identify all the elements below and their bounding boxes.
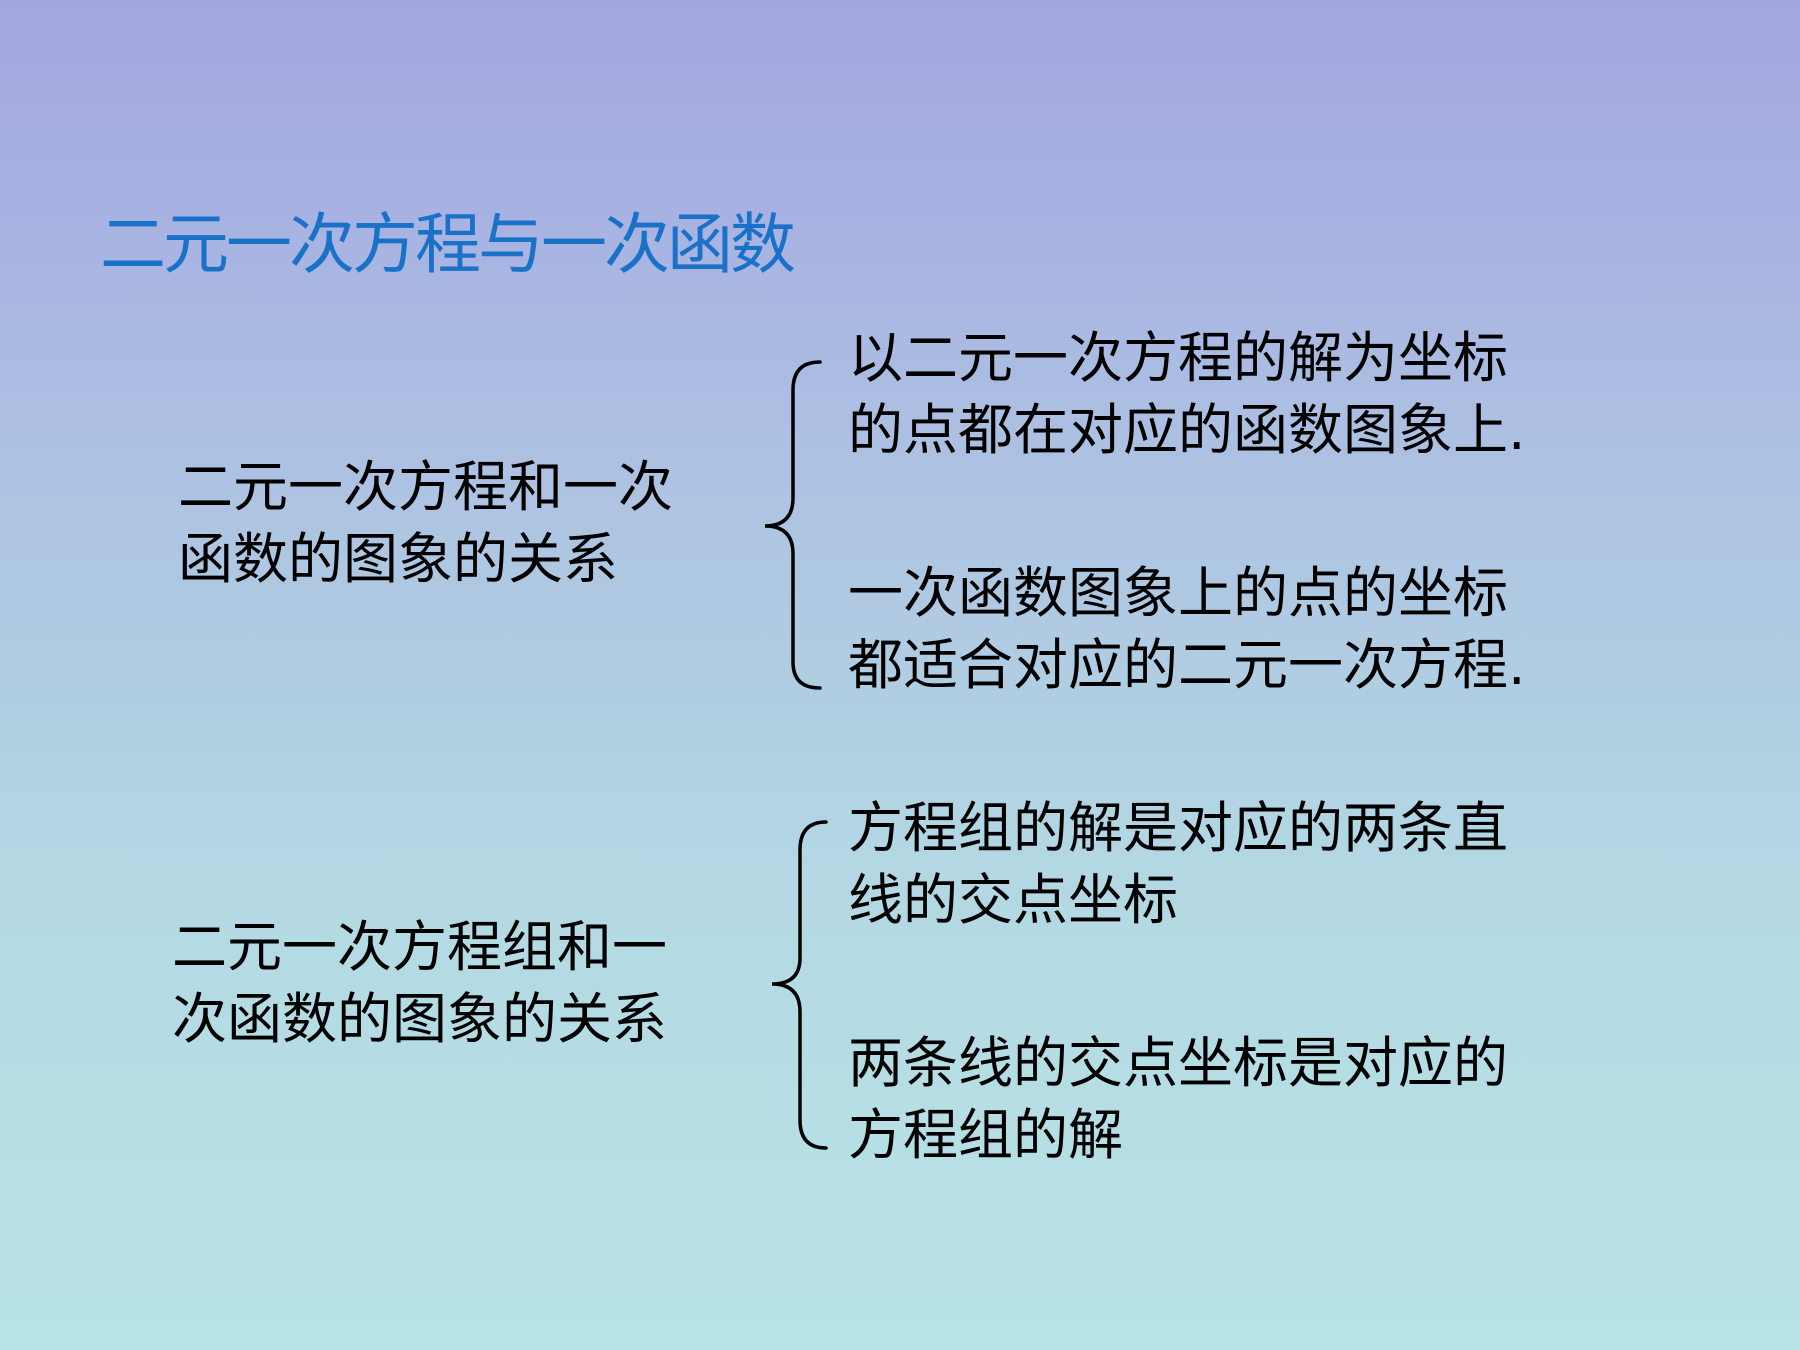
statement-line: 的点都在对应的函数图象上.: [848, 398, 1526, 462]
left-brace-1: [764, 360, 822, 690]
statement-line: 方程组的解: [848, 1103, 1124, 1167]
slide-title: 二元一次方程与一次函数: [100, 206, 796, 283]
relation-label-equation: 二元一次方程和一次 函数的图象的关系: [178, 451, 673, 595]
statement-line: 两条线的交点坐标是对应的: [848, 1031, 1509, 1095]
statement-points-on-graph: 以二元一次方程的解为坐标 的点都在对应的函数图象上.: [848, 322, 1525, 466]
label-line: 二元一次方程和一次: [178, 455, 674, 519]
statement-line: 一次函数图象上的点的坐标: [848, 561, 1509, 625]
statement-coordinates-satisfy: 一次函数图象上的点的坐标 都适合对应的二元一次方程.: [848, 557, 1525, 701]
statement-line: 都适合对应的二元一次方程.: [848, 633, 1526, 697]
statement-solution-is-intersection: 方程组的解是对应的两条直 线的交点坐标: [848, 792, 1508, 936]
left-brace-2: [771, 820, 828, 1150]
statement-line: 线的交点坐标: [848, 868, 1179, 932]
statement-line: 方程组的解是对应的两条直: [848, 796, 1509, 860]
statement-line: 以二元一次方程的解为坐标: [848, 326, 1509, 390]
label-line: 二元一次方程组和一: [172, 915, 668, 979]
label-line: 函数的图象的关系: [178, 527, 619, 591]
statement-intersection-is-solution: 两条线的交点坐标是对应的 方程组的解: [848, 1027, 1508, 1171]
relation-label-system: 二元一次方程组和一 次函数的图象的关系: [172, 911, 667, 1055]
label-line: 次函数的图象的关系: [172, 987, 668, 1051]
